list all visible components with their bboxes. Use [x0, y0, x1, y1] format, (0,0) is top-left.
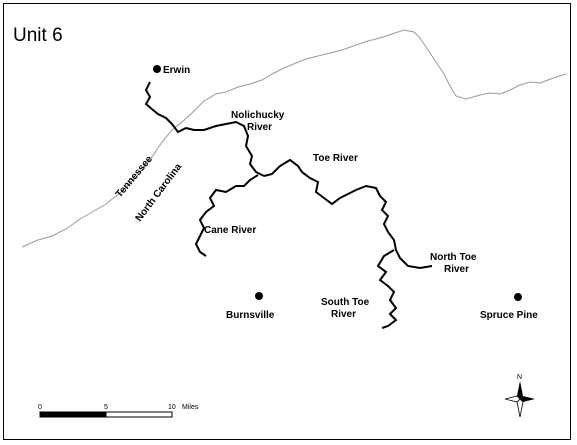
river-label-north-toe-river: River: [444, 264, 469, 275]
state-border: [21, 29, 567, 248]
north-arrow-icon: [504, 381, 535, 418]
north-arrow-label: N: [517, 374, 522, 381]
toe-river: [263, 158, 433, 270]
town-marker-erwin: [153, 65, 161, 73]
map-frame: [3, 3, 571, 440]
river-label-cane: Cane River: [204, 225, 256, 236]
river-label-nolichucky: Nolichucky: [231, 110, 285, 121]
scale-unit: Miles: [182, 404, 199, 411]
river-label-nolichucky-river: River: [247, 122, 272, 133]
cane-river: [194, 174, 259, 257]
south-toe-river: [376, 249, 398, 329]
river-label-south-toe-river: River: [331, 309, 356, 320]
nolichucky-river: [144, 81, 265, 177]
scale-tick-0: 0: [38, 404, 42, 411]
town-marker-burnsville: [255, 292, 263, 300]
town-label-burnsville: Burnsville: [226, 310, 275, 321]
river-label-south-toe: South Toe: [321, 297, 370, 308]
river-label-north-toe: North Toe: [430, 252, 477, 263]
map-title: Unit 6: [13, 25, 63, 46]
river-label-toe: Toe River: [313, 153, 358, 164]
scale-bar: [39, 411, 173, 418]
scale-tick-10: 10: [168, 404, 176, 411]
scale-tick-5: 5: [104, 404, 108, 411]
town-marker-spruce-pine: [514, 293, 522, 301]
town-label-erwin: Erwin: [163, 65, 190, 76]
state-label-tennessee: Tennessee: [114, 153, 155, 199]
town-label-spruce-pine: Spruce Pine: [480, 310, 538, 321]
